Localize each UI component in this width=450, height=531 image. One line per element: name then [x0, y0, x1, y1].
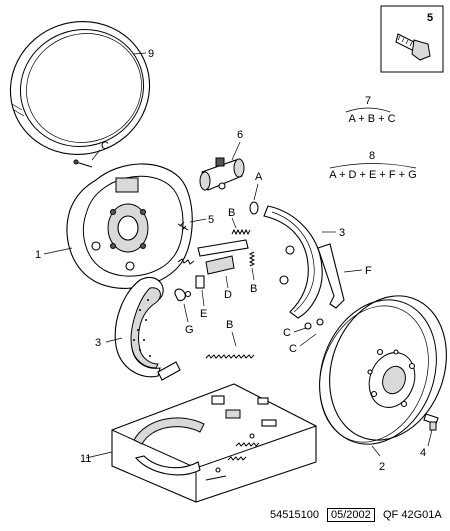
callout-c-mid: C: [283, 327, 291, 339]
adjuster-strut-d: [177, 239, 249, 275]
callout-a: A: [255, 171, 263, 183]
lever-e: [195, 275, 205, 289]
callout-4: 4: [420, 447, 426, 459]
clip-a: [249, 201, 259, 215]
callout-d: D: [224, 289, 232, 301]
callout-b-upper: B: [228, 207, 235, 219]
callout-e: E: [200, 308, 207, 320]
clip-g: [174, 288, 192, 302]
callout-9: 9: [148, 48, 154, 60]
callout-11: 11: [80, 453, 91, 465]
callout-2: 2: [379, 461, 385, 473]
drawing-code: QF 42G01A: [383, 509, 442, 521]
kit-7-formula: 7 A + B + C: [345, 95, 396, 125]
kit-8-number: 8: [369, 150, 375, 162]
callout-1: 1: [35, 249, 41, 261]
lining-pattern: [133, 299, 151, 357]
bolt-icon: [395, 33, 431, 61]
part-5-bolt-inset: [380, 5, 444, 73]
kit-8-formula: 8 A + D + E + F + G: [329, 150, 416, 181]
part-11-shoe-kit-box: [111, 383, 317, 503]
spring-b-right: [248, 251, 256, 267]
screw-5-backing: [177, 221, 189, 231]
callout-c-top: C: [101, 140, 109, 152]
kit-7-formula-text: A + B + C: [348, 113, 395, 125]
part-1-backing-plate: [66, 163, 193, 289]
callout-5-inset: 5: [427, 12, 433, 24]
part-6-wheel-cylinder: [199, 157, 245, 191]
callout-c-low: C: [289, 343, 297, 355]
part-9-dust-ring: [9, 20, 151, 156]
part-3-brake-shoe-left: [114, 277, 181, 381]
drawing-date: 05/2002: [327, 508, 375, 522]
part-3-brake-shoe-right: [263, 205, 323, 319]
callout-b-lower: B: [226, 319, 233, 331]
part-4-bleed-screw: [423, 413, 439, 431]
part-2-brake-drum: [319, 295, 447, 445]
screw-c-top: [73, 159, 93, 168]
kit-7-number: 7: [365, 95, 371, 107]
callout-5-backing: 5: [208, 214, 214, 226]
kit-8-formula-text: A + D + E + F + G: [329, 169, 416, 181]
spring-b-lower: [205, 354, 255, 359]
callout-f: F: [365, 265, 372, 277]
callout-3-left: 3: [95, 337, 101, 349]
callout-6: 6: [237, 129, 243, 141]
part-f-handbrake-lever: [317, 243, 345, 309]
drawing-footer: 54515100 05/2002 QF 42G01A: [0, 506, 450, 528]
spring-b-upper: [231, 228, 251, 236]
drawing-reference: 54515100: [270, 509, 319, 521]
callout-b-right: B: [250, 283, 257, 295]
bolts-c-shoe: [304, 318, 324, 330]
callout-g: G: [185, 324, 194, 336]
callout-3-right: 3: [339, 227, 345, 239]
